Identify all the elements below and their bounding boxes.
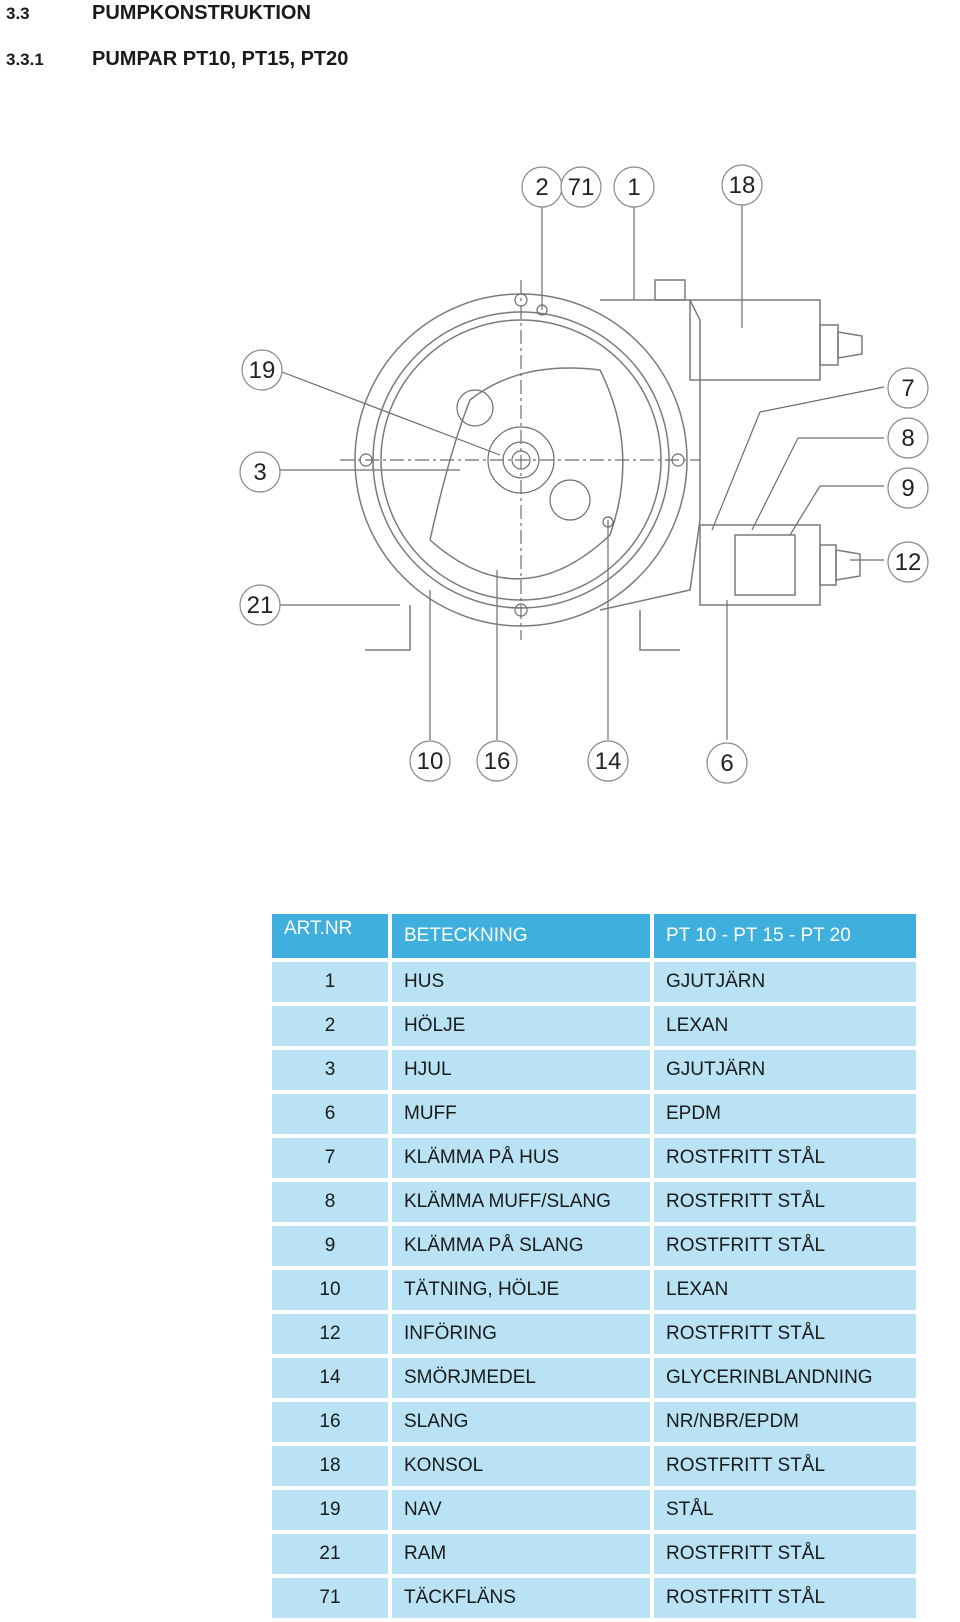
cell-art-nr: 12 [272,1314,388,1354]
cell-beteckning: SLANG [392,1402,650,1442]
cell-art-nr: 18 [272,1446,388,1486]
cell-beteckning: TÄCKFLÄNS [392,1578,650,1618]
callout-label: 9 [901,475,914,502]
cell-art-nr: 1 [272,962,388,1002]
callout-label: 16 [484,748,511,775]
cell-beteckning: KONSOL [392,1446,650,1486]
callout-label: 10 [417,748,444,775]
cell-beteckning: SMÖRJMEDEL [392,1358,650,1398]
cell-beteckning: MUFF [392,1094,650,1134]
cell-art-nr: 3 [272,1050,388,1090]
cell-material: ROSTFRITT STÅL [654,1182,916,1222]
cell-material: GJUTJÄRN [654,1050,916,1090]
cell-beteckning: HUS [392,962,650,1002]
callout-label: 1 [627,174,640,201]
cell-art-nr: 7 [272,1138,388,1178]
cell-material: EPDM [654,1094,916,1134]
cell-beteckning: RAM [392,1534,650,1574]
cell-beteckning: HÖLJE [392,1006,650,1046]
cell-material: ROSTFRITT STÅL [654,1446,916,1486]
table-header-row: ART.NR BETECKNING PT 10 - PT 15 - PT 20 [272,914,916,958]
cell-beteckning: KLÄMMA PÅ SLANG [392,1226,650,1266]
cell-art-nr: 6 [272,1094,388,1134]
cell-beteckning: KLÄMMA MUFF/SLANG [392,1182,650,1222]
callout-label: 7 [901,375,914,402]
cell-material: GJUTJÄRN [654,962,916,1002]
cell-art-nr: 14 [272,1358,388,1398]
parts-table: ART.NR BETECKNING PT 10 - PT 15 - PT 20 … [268,910,920,1622]
cell-material: NR/NBR/EPDM [654,1402,916,1442]
callout-label: 18 [729,172,756,199]
cell-art-nr: 19 [272,1490,388,1530]
cell-art-nr: 2 [272,1006,388,1046]
callout-label: 3 [253,459,266,486]
callout-label: 71 [568,174,595,201]
cell-art-nr: 8 [272,1182,388,1222]
cell-art-nr: 21 [272,1534,388,1574]
callout-label: 8 [901,425,914,452]
cell-material: ROSTFRITT STÅL [654,1578,916,1618]
cell-material: LEXAN [654,1006,916,1046]
cell-beteckning: KLÄMMA PÅ HUS [392,1138,650,1178]
section-number: 3.3 [6,4,30,23]
callout-label: 2 [535,174,548,201]
subsection-title: PUMPAR PT10, PT15, PT20 [92,48,349,70]
cell-material: ROSTFRITT STÅL [654,1226,916,1266]
cell-beteckning: HJUL [392,1050,650,1090]
callout-label: 6 [720,750,733,777]
cell-material: GLYCERINBLANDNING [654,1358,916,1398]
callout-label: 12 [895,549,922,576]
header-material: PT 10 - PT 15 - PT 20 [654,914,916,958]
cell-beteckning: INFÖRING [392,1314,650,1354]
cell-material: ROSTFRITT STÅL [654,1534,916,1574]
cell-art-nr: 9 [272,1226,388,1266]
header-beteckning: BETECKNING [392,914,650,958]
cell-material: STÅL [654,1490,916,1530]
callout-label: 14 [595,748,622,775]
cell-beteckning: NAV [392,1490,650,1530]
cell-art-nr: 71 [272,1578,388,1618]
header-art-nr: ART.NR [272,914,388,958]
cell-art-nr: 16 [272,1402,388,1442]
section-title: PUMPKONSTRUKTION [92,2,311,24]
cell-material: ROSTFRITT STÅL [654,1314,916,1354]
subsection-number: 3.3.1 [6,50,44,69]
callout-label: 19 [249,357,276,384]
callout-label: 21 [247,592,274,619]
cell-art-nr: 10 [272,1270,388,1310]
cell-material: LEXAN [654,1270,916,1310]
cell-material: ROSTFRITT STÅL [654,1138,916,1178]
cell-beteckning: TÄTNING, HÖLJE [392,1270,650,1310]
pump-technical-drawing: 2 71 1 18 19 7 8 3 9 12 21 10 16 14 6 [239,164,929,784]
